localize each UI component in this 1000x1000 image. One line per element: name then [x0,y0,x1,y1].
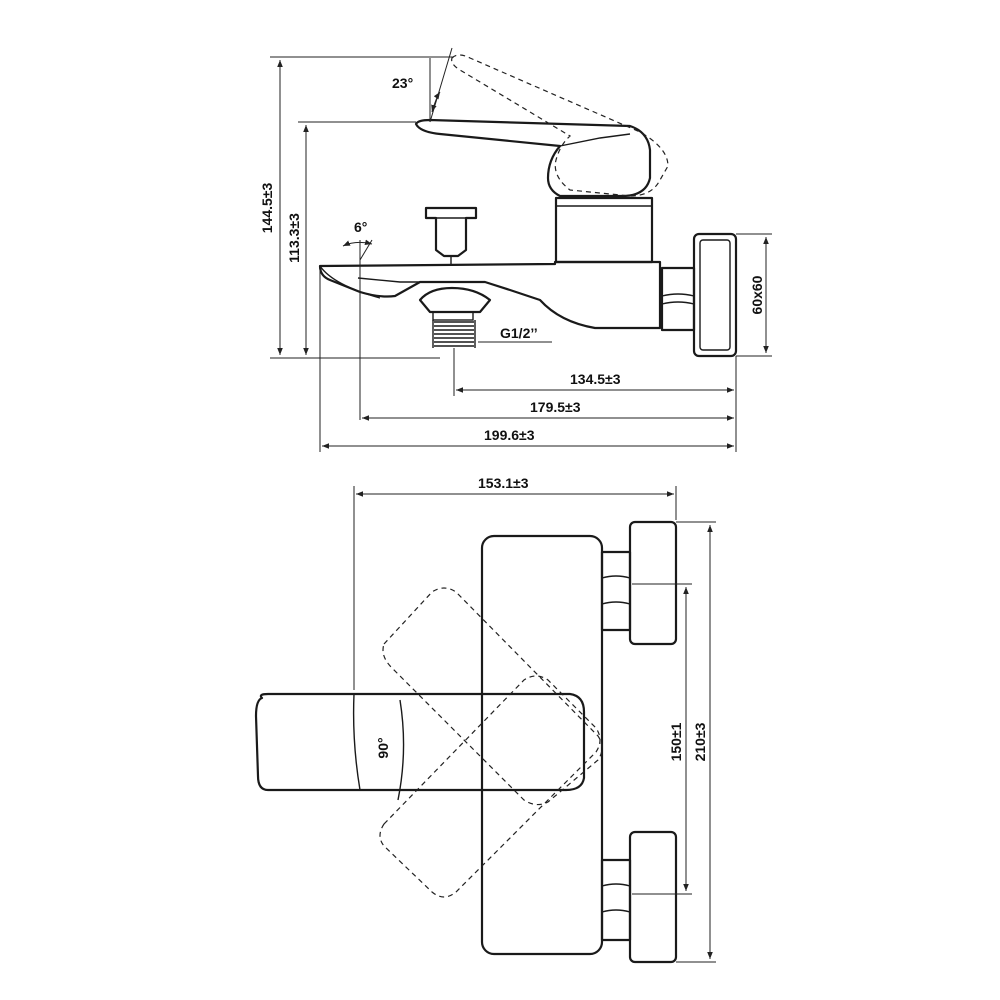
thread-hatching [432,320,476,348]
lever-top-solid [254,692,586,792]
flange-top [628,520,678,646]
flange-bottom [628,830,678,964]
dim-spout-label: 179.5±3 [530,399,581,415]
lever-rotated-up [382,587,603,806]
height-total-label: 144.5±3 [259,183,275,234]
rotation-arc [397,699,405,801]
height-lever-label: 113.3±3 [286,213,302,263]
flange-size-label: 60x60 [749,275,765,314]
center-distance-label: 150±1 [668,722,684,761]
lever-handle [414,118,652,198]
lever-raised-outline [451,54,669,197]
hex-nut-bottom [600,858,632,942]
mixer-body [318,260,662,330]
thread-connector [432,311,474,321]
width-label: 153.1±3 [478,475,529,491]
top-view: 90° 153.1±3 150±1 210±3 [254,475,716,964]
outlet-connector [418,286,492,314]
angle-spout-label: 6° [354,219,367,235]
hex-nut-top [600,550,632,632]
thread-label: G1/2’’ [500,325,538,341]
lever-rotated-down [379,675,601,898]
dim-total-label: 199.6±3 [484,427,535,443]
diverter-knob [424,206,478,258]
angle-rotation-label: 90° [375,737,391,758]
hex-nut [660,266,696,332]
overall-length-label: 210±3 [692,722,708,761]
spout-detail [357,277,470,283]
cartridge-housing [554,196,654,264]
dim-inlet-label: 134.5±3 [570,371,621,387]
spout-tip [319,265,381,299]
side-view: 23° 6° 144.5±3 113.3±3 60x60 G1/2’’ 134.… [259,47,772,452]
angle-lever-label: 23° [392,75,413,91]
